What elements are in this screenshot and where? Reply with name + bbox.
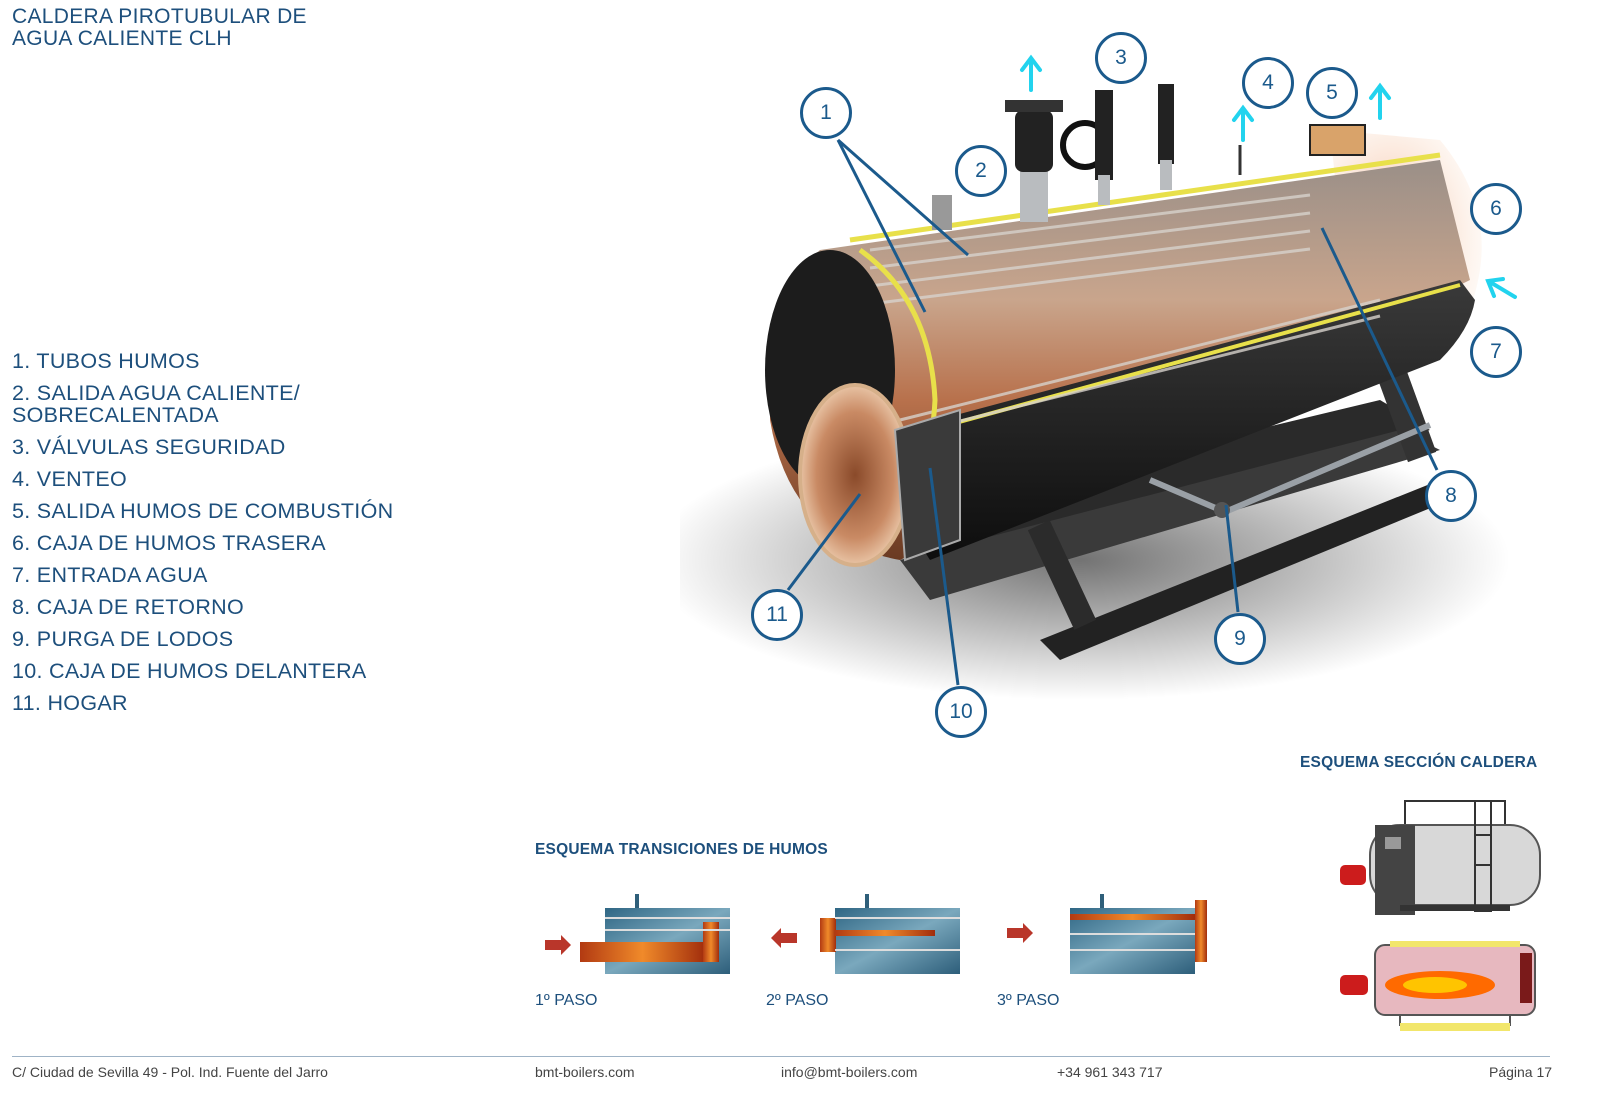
title-line-1: CALDERA PIROTUBULAR DE (12, 5, 307, 28)
legend-item: 6. CAJA DE HUMOS TRASERA (12, 532, 326, 554)
footer-phone: +34 961 343 717 (1057, 1064, 1163, 1080)
legend-item: 11. HOGAR (12, 692, 128, 714)
footer-web-link[interactable]: bmt-boilers.com (535, 1064, 635, 1080)
callout-6: 6 (1470, 183, 1522, 235)
legend-item-text: 8. CAJA DE RETORNO (12, 595, 245, 619)
pass-1-schematic (545, 894, 730, 974)
callout-4: 4 (1242, 57, 1294, 109)
callout-11: 11 (751, 589, 803, 641)
legend-item: 1. TUBOS HUMOS (12, 350, 200, 372)
footer-address: C/ Ciudad de Sevilla 49 - Pol. Ind. Fuen… (12, 1064, 328, 1080)
callout-8: 8 (1425, 470, 1477, 522)
boiler-exterior-view (1340, 800, 1541, 915)
furnace-opening (798, 383, 912, 567)
legend-item: 8. CAJA DE RETORNO (12, 596, 244, 618)
boiler-illustration (680, 54, 1517, 700)
boiler-shell (765, 152, 1475, 567)
callout-10: 10 (935, 686, 987, 738)
legend-item-text: 4. VENTEO (12, 467, 128, 491)
callout-7: 7 (1470, 326, 1522, 378)
boiler-cutaway-view (1340, 941, 1536, 1031)
top-valves (932, 84, 1366, 230)
legend-item-text: 7. ENTRADA AGUA (12, 563, 208, 587)
legend-item: 7. ENTRADA AGUA (12, 564, 208, 586)
footer-divider (12, 1056, 1550, 1057)
callout-3: 3 (1095, 32, 1147, 84)
smoke-transitions-heading: ESQUEMA TRANSICIONES DE HUMOS (535, 841, 828, 858)
callout-5: 5 (1306, 67, 1358, 119)
smoke-pass-schematics (545, 894, 1207, 974)
leader-lines (786, 138, 1439, 686)
pass-label-3: 3º PASO (997, 992, 1060, 1009)
callout-9: 9 (1214, 613, 1266, 665)
page-title: CALDERA PIROTUBULAR DE AGUA CALIENTE CLH (12, 6, 307, 50)
pass-label-2: 2º PASO (766, 992, 829, 1009)
pass-3-schematic (1007, 894, 1207, 974)
title-line-2: AGUA CALIENTE CLH (12, 27, 232, 50)
legend-item: 3. VÁLVULAS SEGURIDAD (12, 436, 286, 458)
footer-page-number: Página 17 (1489, 1064, 1553, 1080)
legend-item: 4. VENTEO (12, 468, 127, 490)
legend-item-text: 10. CAJA DE HUMOS DELANTERA (12, 659, 367, 683)
legend-item-text: SOBRECALENTADA (12, 403, 219, 427)
legend-item: 5. SALIDA HUMOS DE COMBUSTIÓN (12, 500, 393, 522)
legend-item-text: 3. VÁLVULAS SEGURIDAD (12, 435, 286, 459)
flow-arrows (1020, 54, 1517, 299)
boiler-section-heading: ESQUEMA SECCIÓN CALDERA (1300, 754, 1538, 771)
legend-item-text: 1. TUBOS HUMOS (12, 349, 200, 373)
legend-item-text: 2. SALIDA AGUA CALIENTE/ (12, 381, 301, 405)
pass-2-schematic (771, 894, 960, 974)
boiler-section-schematic (1340, 800, 1541, 1031)
callout-2: 2 (955, 145, 1007, 197)
legend-item: 2. SALIDA AGUA CALIENTE/SOBRECALENTADA (12, 382, 300, 426)
legend-item-text: 9. PURGA DE LODOS (12, 627, 234, 651)
legend-item-text: 6. CAJA DE HUMOS TRASERA (12, 531, 326, 555)
callout-1: 1 (800, 87, 852, 139)
legend-item: 9. PURGA DE LODOS (12, 628, 233, 650)
legend-item: 10. CAJA DE HUMOS DELANTERA (12, 660, 367, 682)
pass-label-1: 1º PASO (535, 992, 598, 1009)
footer-email-link[interactable]: info@bmt-boilers.com (781, 1064, 918, 1080)
legend-item-text: 5. SALIDA HUMOS DE COMBUSTIÓN (12, 499, 394, 523)
legend-item-text: 11. HOGAR (12, 691, 128, 715)
